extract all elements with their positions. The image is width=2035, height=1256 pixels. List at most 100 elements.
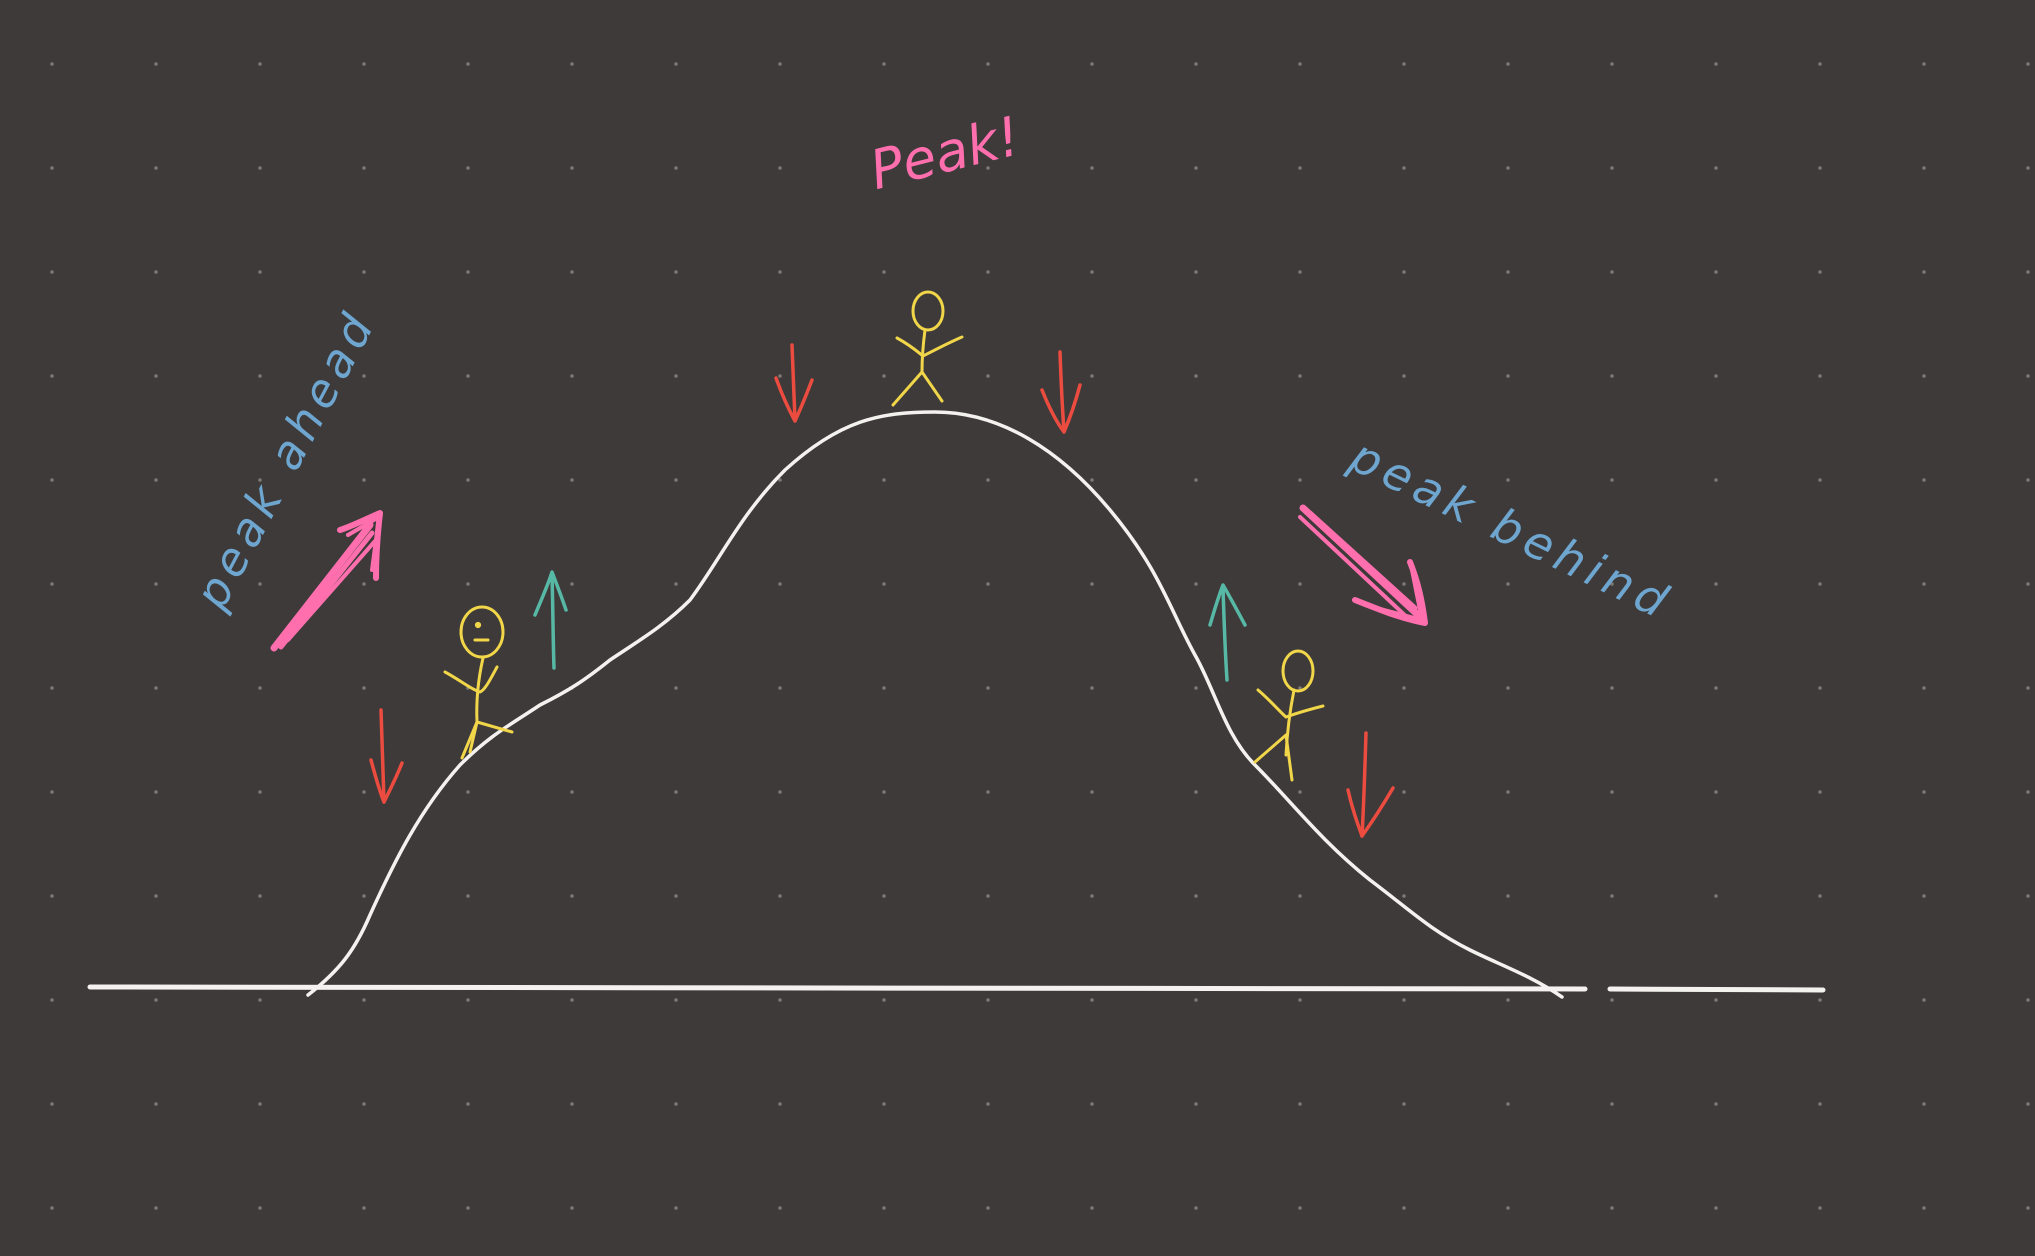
figure-legs bbox=[1253, 733, 1294, 782]
grid-dot bbox=[1506, 1206, 1510, 1210]
grid-dot bbox=[1922, 478, 1926, 482]
figure-head bbox=[1281, 649, 1315, 693]
grid-dot bbox=[1090, 270, 1094, 274]
grid-dot bbox=[986, 790, 990, 794]
figure-head bbox=[459, 605, 505, 659]
grid-dot bbox=[466, 166, 470, 170]
figure-arms bbox=[895, 335, 964, 358]
grid-dot bbox=[2026, 62, 2030, 66]
grid-dot bbox=[362, 166, 366, 170]
grid-dot bbox=[466, 478, 470, 482]
grid-dot bbox=[778, 686, 782, 690]
grid-dot bbox=[1506, 270, 1510, 274]
pink-arrow-shaft-2 bbox=[1307, 510, 1418, 611]
grid-dot bbox=[258, 1206, 262, 1210]
grid-dot bbox=[1922, 1206, 1926, 1210]
pink-arrow-head-2 bbox=[346, 515, 381, 572]
red-arrow-head bbox=[774, 376, 814, 423]
grid-dot bbox=[1506, 582, 1510, 586]
grid-dot bbox=[882, 62, 886, 66]
grid-dot bbox=[1298, 374, 1302, 378]
figure-eye bbox=[474, 621, 482, 629]
grid-dot bbox=[154, 1206, 158, 1210]
grid-dot bbox=[1610, 1102, 1614, 1106]
grid-dot bbox=[570, 790, 574, 794]
grid-dot bbox=[1298, 1102, 1302, 1106]
grid-dot bbox=[882, 478, 886, 482]
figure-head bbox=[911, 290, 945, 332]
grid-dot bbox=[986, 1206, 990, 1210]
grid-dot bbox=[1402, 478, 1406, 482]
grid-dot bbox=[1506, 790, 1510, 794]
grid-dot bbox=[1922, 374, 1926, 378]
figure-leg-extra bbox=[468, 720, 479, 754]
grid-dot bbox=[986, 998, 990, 1002]
grid-dot bbox=[778, 790, 782, 794]
figure-arms bbox=[443, 665, 499, 694]
grid-dot bbox=[570, 270, 574, 274]
grid-dot bbox=[1194, 1102, 1198, 1106]
grid-dot bbox=[1714, 374, 1718, 378]
grid-dot bbox=[1714, 478, 1718, 482]
grid-dot bbox=[1818, 1206, 1822, 1210]
grid-dot bbox=[1194, 894, 1198, 898]
grid-dot bbox=[986, 1102, 990, 1106]
teal-arrow-right bbox=[1208, 583, 1247, 682]
grid-dot bbox=[1714, 998, 1718, 1002]
grid-dot bbox=[1922, 166, 1926, 170]
grid-dot bbox=[1506, 894, 1510, 898]
grid-dot bbox=[1818, 998, 1822, 1002]
grid-dot bbox=[1090, 1206, 1094, 1210]
grid-dot bbox=[1818, 686, 1822, 690]
grid-dot bbox=[50, 270, 54, 274]
grid-dot bbox=[50, 478, 54, 482]
grid-dot bbox=[1922, 790, 1926, 794]
grid-dot bbox=[570, 1206, 574, 1210]
grid-dot bbox=[778, 374, 782, 378]
grid-dot bbox=[2026, 1102, 2030, 1106]
grid-dot bbox=[1090, 62, 1094, 66]
pink-arrow-down-right bbox=[1298, 504, 1428, 626]
grid-dot bbox=[1818, 478, 1822, 482]
grid-dot bbox=[1610, 998, 1614, 1002]
grid-dot bbox=[1610, 166, 1614, 170]
red-arrow-summit-right bbox=[1040, 350, 1082, 434]
grid-dot bbox=[1714, 790, 1718, 794]
grid-dot bbox=[258, 894, 262, 898]
red-arrow-shaft bbox=[790, 343, 797, 422]
grid-dot bbox=[50, 790, 54, 794]
grid-dot bbox=[1610, 374, 1614, 378]
hill-curve bbox=[306, 410, 1564, 999]
baseline-extension bbox=[1607, 986, 1826, 993]
stick-figure-left bbox=[443, 605, 514, 760]
grid-dot bbox=[1818, 62, 1822, 66]
grid-dot bbox=[1194, 374, 1198, 378]
grid-dot bbox=[1402, 582, 1406, 586]
grid-dot bbox=[778, 270, 782, 274]
grid-dot bbox=[986, 270, 990, 274]
grid-dot bbox=[674, 478, 678, 482]
red-arrow-shaft bbox=[1360, 731, 1368, 838]
grid-dot bbox=[362, 686, 366, 690]
grid-dot bbox=[362, 582, 366, 586]
grid-dot bbox=[778, 166, 782, 170]
grid-dot bbox=[1090, 582, 1094, 586]
grid-dot bbox=[1922, 998, 1926, 1002]
grid-dot bbox=[1090, 166, 1094, 170]
grid-dot bbox=[1714, 1102, 1718, 1106]
grid-dot bbox=[50, 1102, 54, 1106]
grid-dot bbox=[1922, 1102, 1926, 1106]
grid-dot bbox=[882, 374, 886, 378]
grid-dot bbox=[1298, 62, 1302, 66]
grid-dot bbox=[154, 790, 158, 794]
grid-dot bbox=[154, 998, 158, 1002]
red-arrow-head bbox=[369, 758, 404, 804]
grid-dot bbox=[154, 582, 158, 586]
grid-dot bbox=[154, 374, 158, 378]
grid-dot bbox=[1402, 1206, 1406, 1210]
grid-dot bbox=[2026, 686, 2030, 690]
pink-arrow-head-2 bbox=[1363, 568, 1424, 622]
grid-dot bbox=[466, 894, 470, 898]
grid-dot bbox=[882, 790, 886, 794]
